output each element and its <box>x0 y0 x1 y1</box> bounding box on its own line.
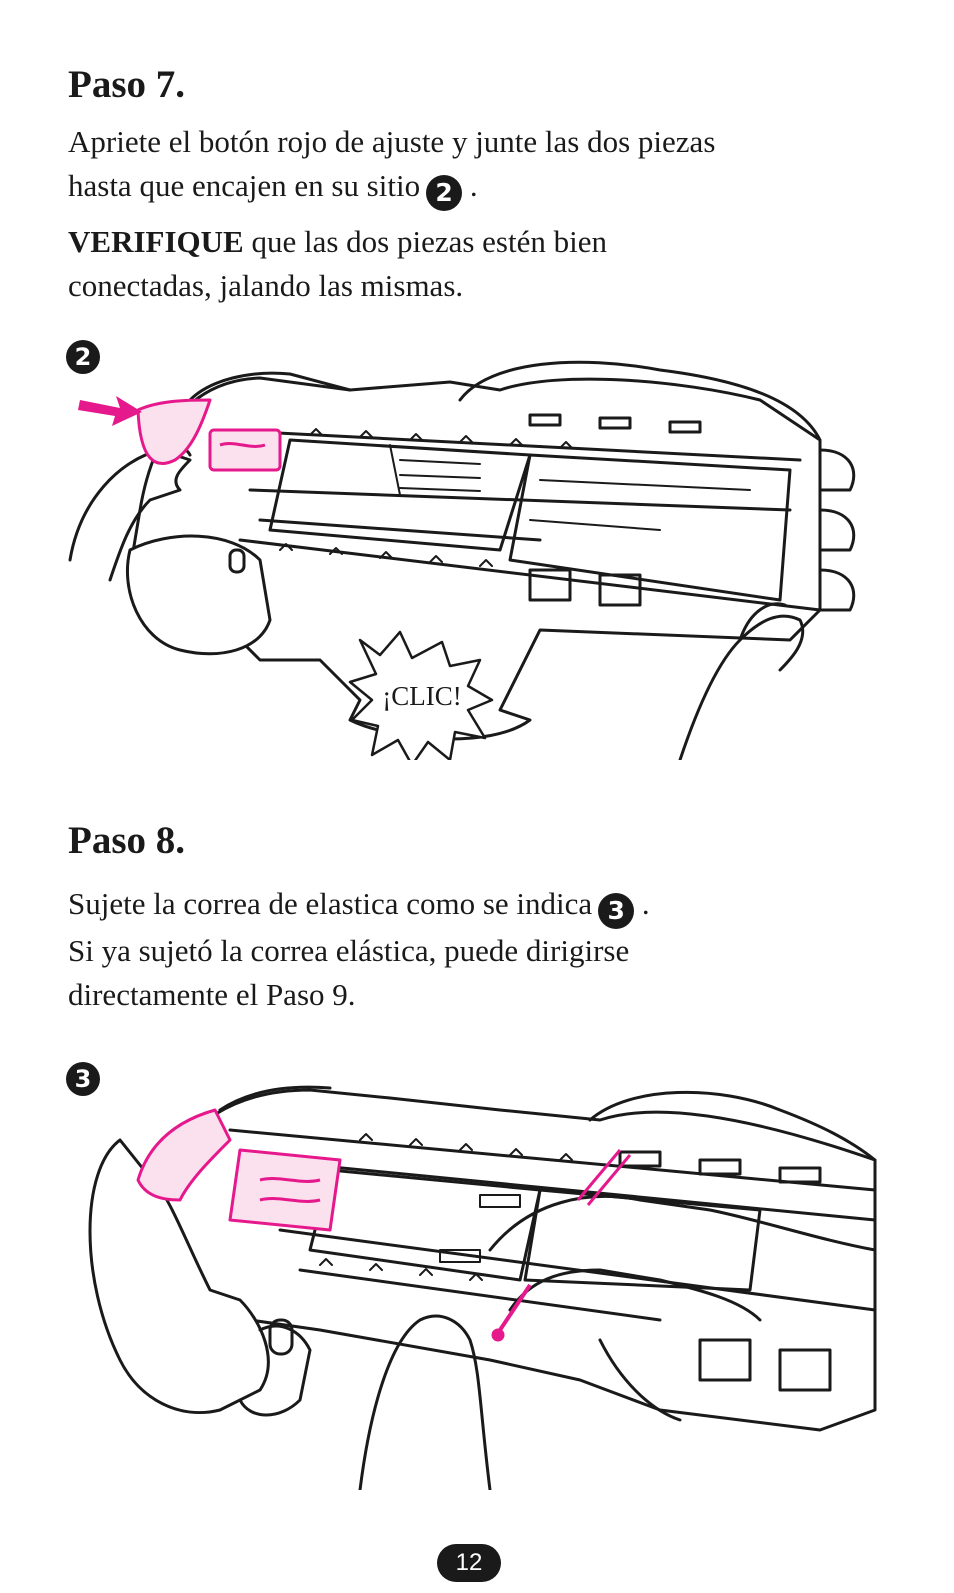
figure2-badge: 2 <box>66 340 100 374</box>
step8-line1-end: . <box>641 886 650 921</box>
step7-line2: hasta que encajen en su sitio <box>68 168 421 203</box>
clic-burst: ¡CLIC! <box>348 630 494 760</box>
step7-title: Paso 7. <box>68 63 185 106</box>
step7-line2-end: . <box>469 168 478 203</box>
verify-bold: VERIFIQUE <box>68 224 244 259</box>
step7-instructions: Apriete el botón rojo de ajuste y junte … <box>68 120 888 211</box>
verify-rest: que las dos piezas estén bien <box>243 224 607 259</box>
clic-text: ¡CLIC! <box>382 681 461 711</box>
step8-instructions: Sujete la correa de elastica como se ind… <box>68 882 888 1017</box>
step8-line2: Si ya sujetó la correa elástica, puede d… <box>68 933 630 968</box>
step8-title: Paso 8. <box>68 819 185 862</box>
push-arrow-icon <box>78 396 142 426</box>
step8-line1: Sujete la correa de elastica como se ind… <box>68 886 593 921</box>
figure3-badge: 3 <box>66 1062 100 1096</box>
step8-figure-ref-badge: 3 <box>598 893 635 929</box>
step8-line3: directamente el Paso 9. <box>68 977 356 1012</box>
figure2-illustration: ¡CLIC! <box>68 360 856 760</box>
step7-figure-ref-badge: 2 <box>426 175 463 211</box>
verify-line2: conectadas, jalando las mismas. <box>68 268 464 303</box>
step7-line1: Apriete el botón rojo de ajuste y junte … <box>68 124 716 159</box>
figure3-illustration <box>88 1085 877 1490</box>
page-number: 12 <box>437 1544 501 1582</box>
step7-verify: VERIFIQUE que las dos piezas estén bien … <box>68 220 888 308</box>
